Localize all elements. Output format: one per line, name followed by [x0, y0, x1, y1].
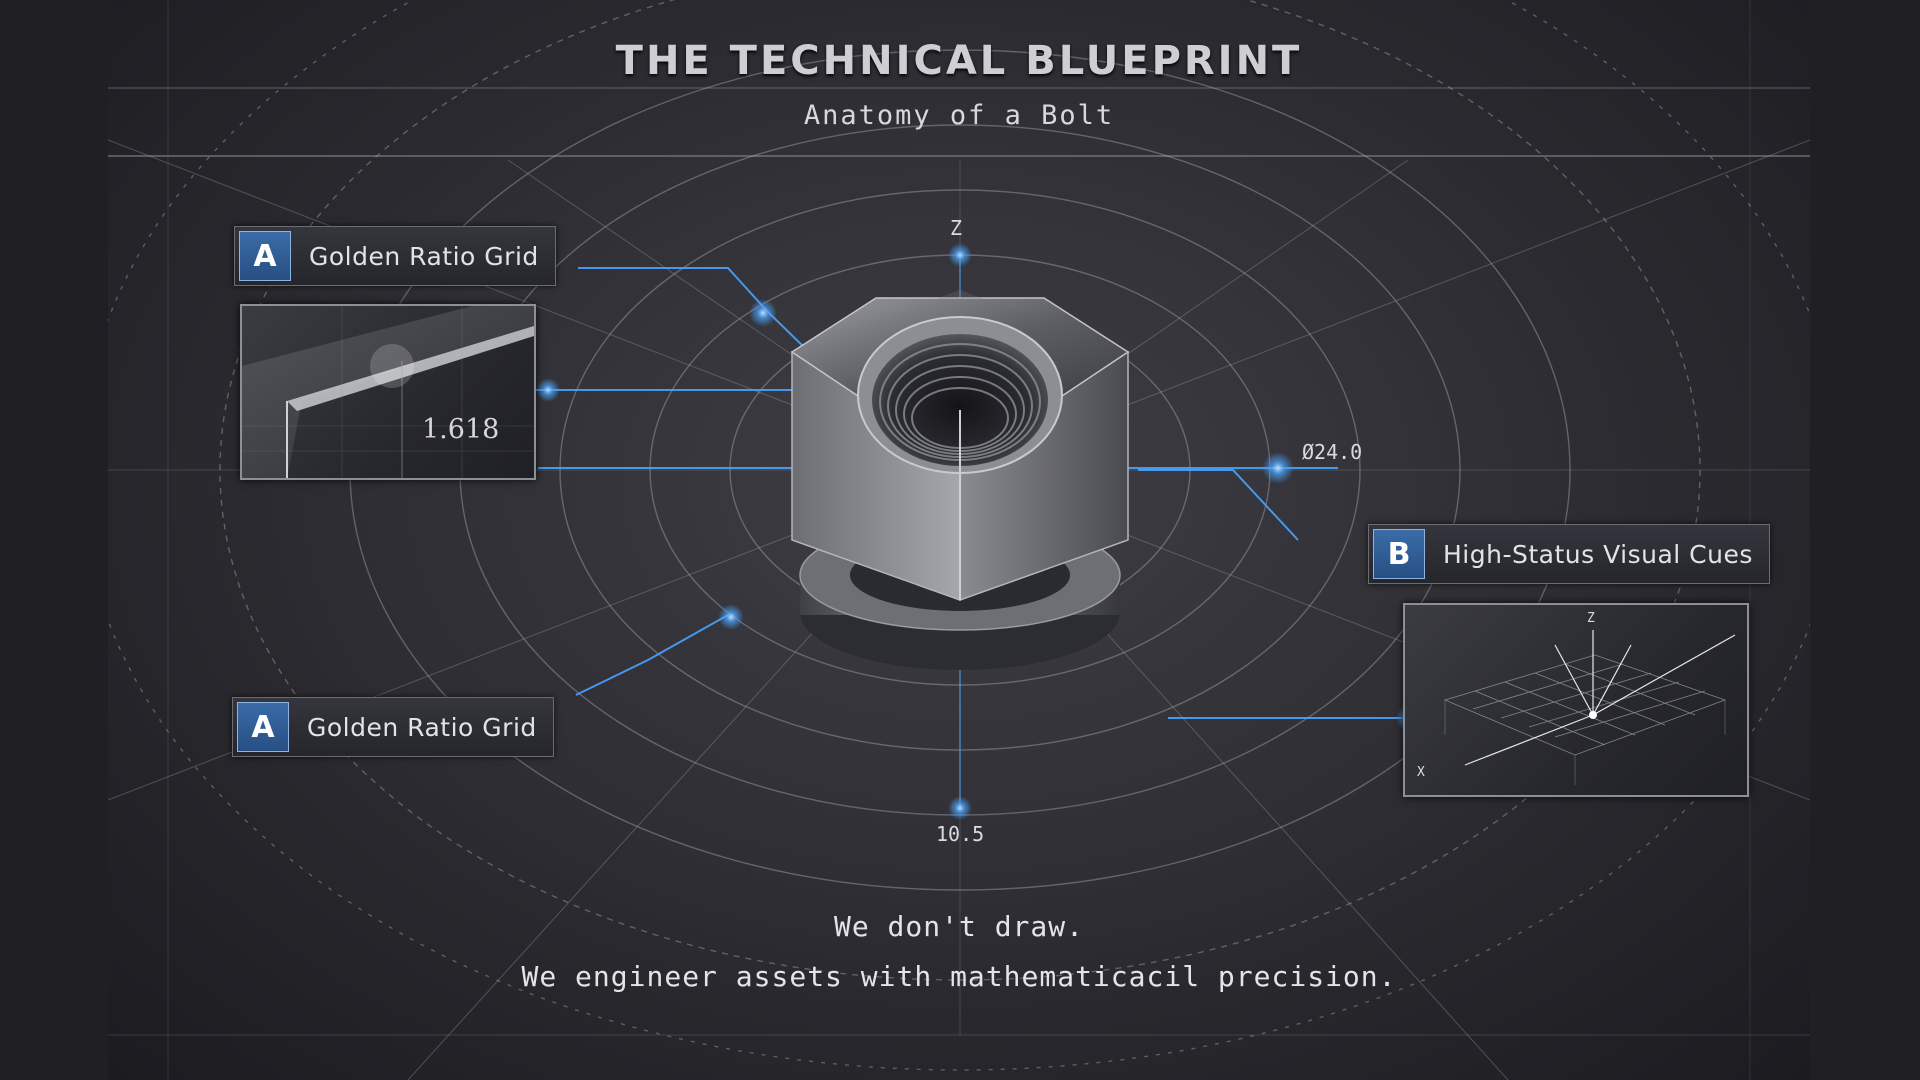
page-title: THE TECHNICAL BLUEPRINT	[615, 38, 1303, 84]
header-frame-lines	[108, 0, 1810, 1080]
blueprint-drawing	[108, 0, 1810, 1080]
callout-letter-badge: B	[1373, 529, 1425, 579]
tagline-line-1: We don't draw.	[833, 910, 1084, 943]
hex-nut	[790, 290, 1130, 602]
axis-label-z: Z	[1587, 611, 1595, 626]
z-axis-label: Z	[950, 216, 963, 240]
callout-a-top: A Golden Ratio Grid	[234, 226, 556, 286]
3d-axis-grid-illustration	[1443, 630, 1736, 785]
callout-b: B High-Status Visual Cues	[1368, 524, 1770, 584]
height-dimension-label: 10.5	[936, 822, 985, 846]
blueprint-canvas: THE TECHNICAL BLUEPRINT Anatomy of a Bol…	[108, 0, 1810, 1080]
callout-label: Golden Ratio Grid	[307, 712, 537, 742]
callout-letter-badge: A	[239, 231, 291, 281]
callout-label: High-Status Visual Cues	[1443, 539, 1753, 569]
golden-ratio-detail-panel: 1.618	[240, 304, 536, 480]
axis-grid-detail-panel: Z X	[1403, 603, 1749, 797]
golden-ratio-bevel-illustration	[242, 306, 534, 478]
callout-a-bottom: A Golden Ratio Grid	[232, 697, 554, 757]
page-subtitle: Anatomy of a Bolt	[803, 100, 1115, 131]
callout-label: Golden Ratio Grid	[309, 241, 539, 271]
callout-letter-badge: A	[237, 702, 289, 752]
diameter-dimension-label: Ø24.0	[1302, 440, 1363, 464]
axis-label-x: X	[1417, 765, 1425, 780]
tagline-line-2: We engineer assets with mathematicacil p…	[521, 960, 1397, 993]
golden-ratio-value: 1.618	[422, 414, 500, 445]
